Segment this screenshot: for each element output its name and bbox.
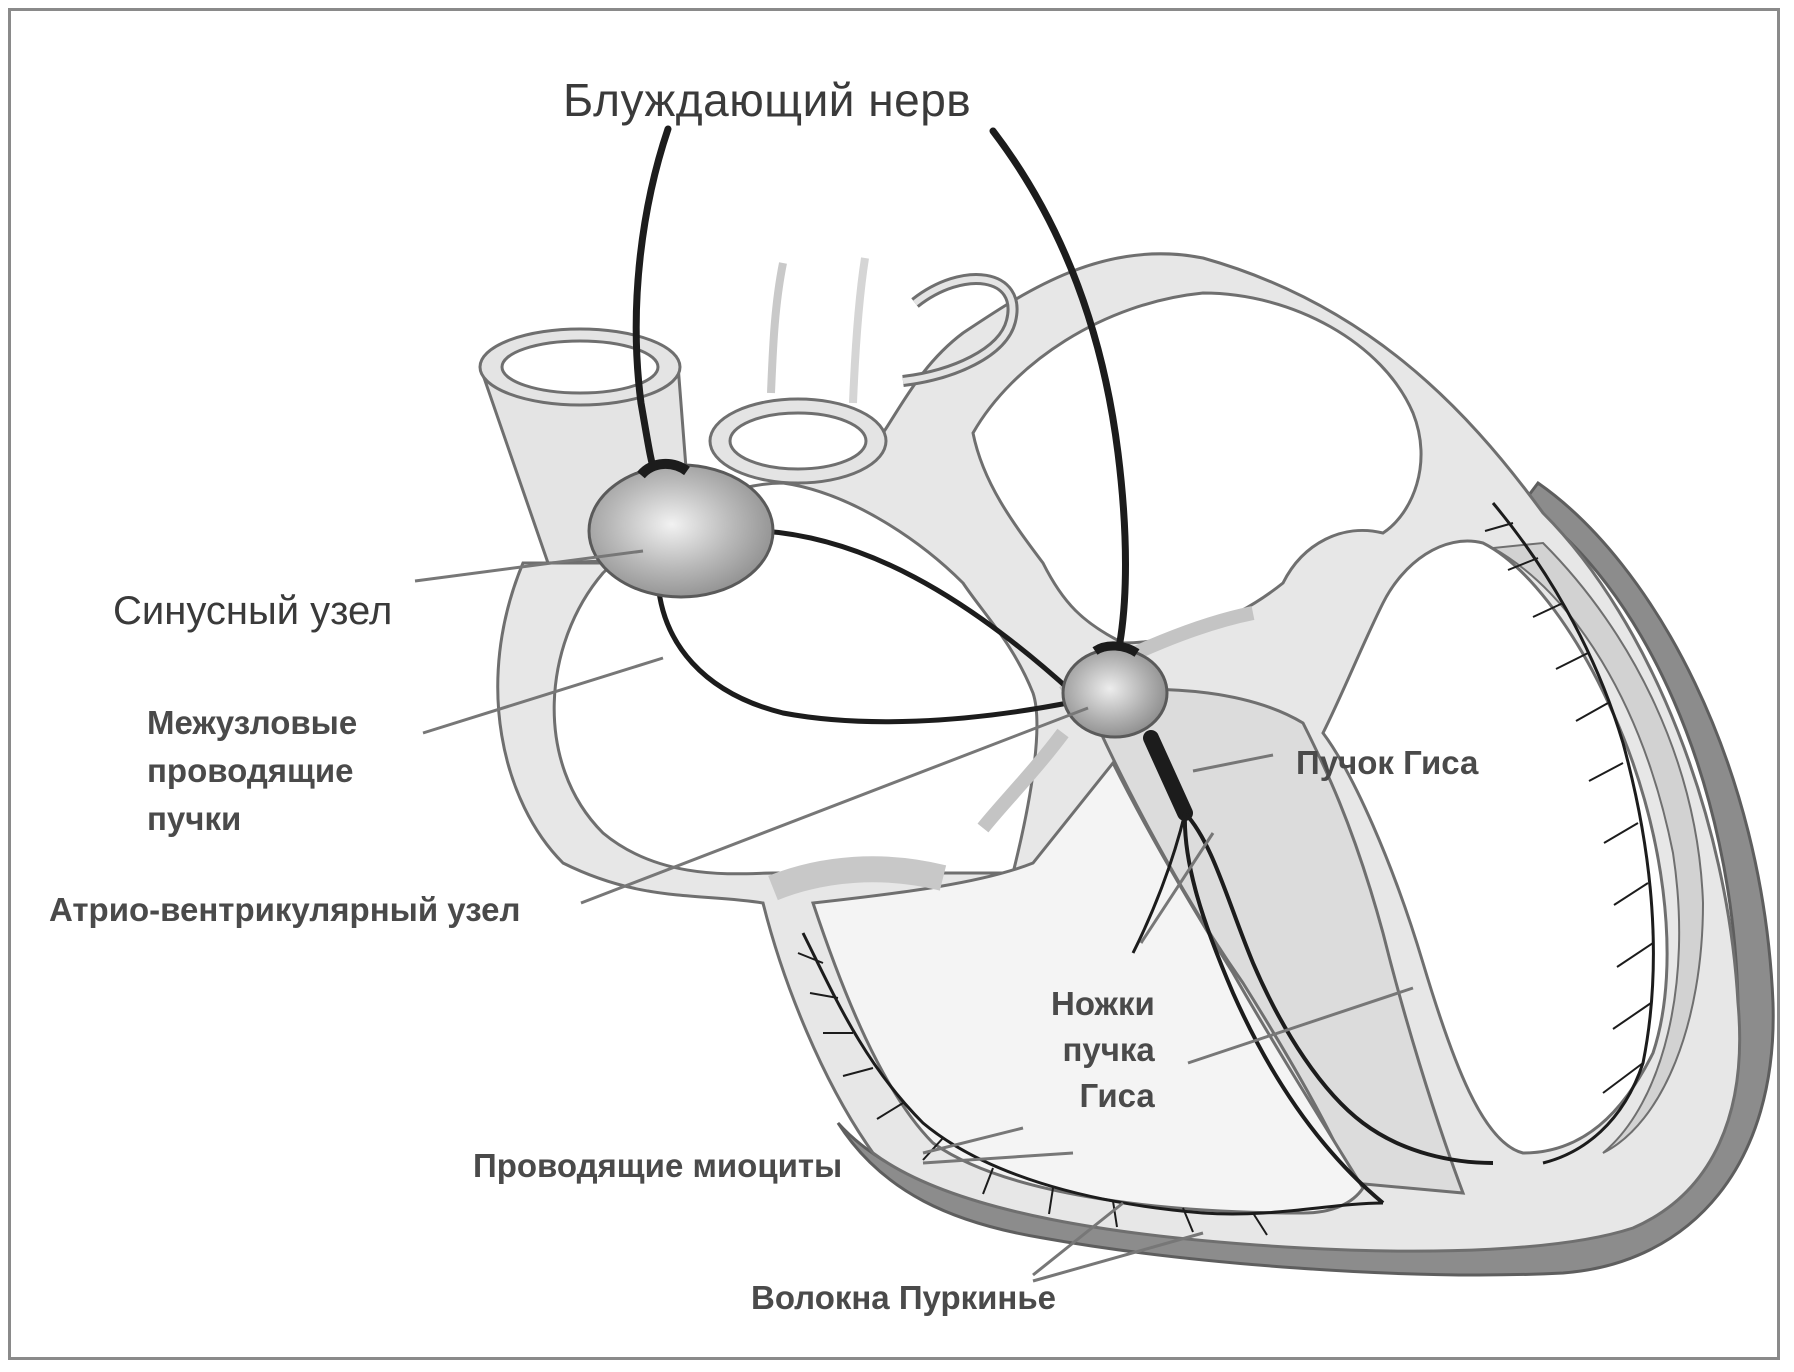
label-purkinje-fibers: Волокна Пуркинье: [751, 1279, 1056, 1317]
label-conducting-myocytes: Проводящие миоциты: [473, 1147, 842, 1185]
vessel-ring-inner: [730, 413, 866, 469]
heart-conduction-diagram: [11, 11, 1783, 1363]
label-branches-line-3: Гиса: [1051, 1073, 1155, 1119]
diagram-frame: Блуждающий нерв Синусный узел Межузловые…: [8, 8, 1780, 1360]
background-vessel-2: [853, 258, 865, 403]
label-internodal-line-2: проводящие: [147, 747, 357, 795]
label-internodal-line-1: Межузловые: [147, 699, 357, 747]
label-his-bundle: Пучок Гиса: [1296, 744, 1478, 782]
label-bundle-branches: Ножки пучка Гиса: [1051, 981, 1155, 1119]
label-branches-line-1: Ножки: [1051, 981, 1155, 1027]
label-vagus-nerve: Блуждающий нерв: [563, 73, 971, 127]
label-internodal-line-3: пучки: [147, 795, 357, 843]
label-sinus-node: Синусный узел: [113, 589, 392, 634]
label-internodal-tracts: Межузловые проводящие пучки: [147, 699, 357, 843]
label-av-node: Атрио-вентрикулярный узел: [49, 891, 520, 929]
background-vessel-1: [771, 263, 783, 393]
av-node: [1063, 649, 1167, 737]
label-branches-line-2: пучка: [1051, 1027, 1155, 1073]
sinus-node: [589, 465, 773, 597]
